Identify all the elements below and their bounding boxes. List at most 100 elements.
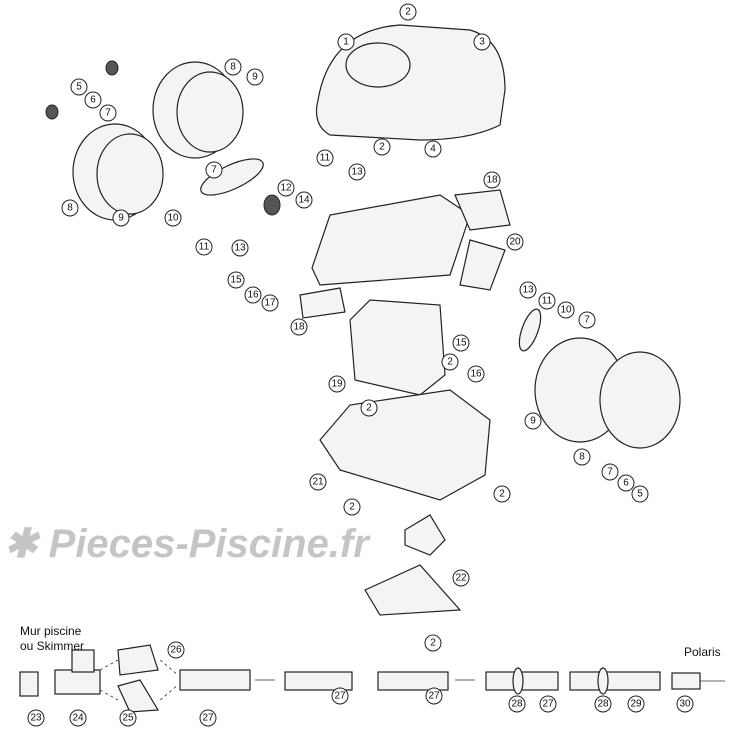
callout-circle — [328, 375, 346, 393]
callout-circle — [573, 448, 591, 466]
callout-circle — [69, 709, 87, 727]
callout-8: 8 — [61, 199, 79, 217]
callout-number: 27 — [202, 713, 214, 724]
callout-11: 11 — [195, 238, 213, 256]
callout-circle — [508, 695, 526, 713]
callout-8: 8 — [573, 448, 591, 466]
pulley — [263, 194, 281, 216]
callout-circle — [164, 209, 182, 227]
callout-number: 8 — [230, 62, 236, 73]
callout-circle — [473, 33, 491, 51]
wall-label-line2: ou Skimmer — [20, 639, 85, 653]
callout-5: 5 — [631, 485, 649, 503]
callout-number: 10 — [167, 213, 179, 224]
callout-17: 17 — [261, 294, 279, 312]
callout-number: 8 — [579, 452, 585, 463]
callout-number: 9 — [252, 72, 258, 83]
callout-circle — [452, 569, 470, 587]
callout-27: 27 — [539, 695, 557, 713]
callout-circle — [441, 353, 459, 371]
callout-7: 7 — [578, 311, 596, 329]
callout-27: 27 — [331, 687, 349, 705]
callout-circle — [119, 709, 137, 727]
callout-5: 5 — [70, 78, 88, 96]
callout-number: 13 — [234, 243, 246, 254]
callout-number: 2 — [366, 403, 372, 414]
callout-7: 7 — [99, 104, 117, 122]
callout-circle — [557, 301, 575, 319]
callout-circle — [244, 286, 262, 304]
callout-2: 2 — [441, 353, 459, 371]
callout-2: 2 — [373, 138, 391, 156]
callout-number: 15 — [455, 338, 467, 349]
callout-circle — [231, 239, 249, 257]
tire-right — [599, 351, 681, 449]
callout-number: 16 — [247, 290, 259, 301]
callout-circle — [601, 463, 619, 481]
callout-1: 1 — [337, 33, 355, 51]
callout-circle — [199, 709, 217, 727]
belt-right — [518, 308, 542, 352]
callout-number: 13 — [522, 285, 534, 296]
callout-circle — [360, 399, 378, 417]
callout-circle — [519, 281, 537, 299]
callout-circle — [631, 485, 649, 503]
hose-connector — [459, 239, 506, 291]
callout-number: 5 — [637, 489, 643, 500]
callout-number: 27 — [428, 691, 440, 702]
callout-8: 8 — [224, 58, 242, 76]
callout-number: 7 — [584, 315, 590, 326]
callout-2: 2 — [343, 498, 361, 516]
callout-circle — [331, 687, 349, 705]
watermark: ✱ Pieces-Piscine.fr — [4, 522, 369, 566]
callout-number: 18 — [486, 175, 498, 186]
callout-circle — [27, 709, 45, 727]
callout-circle — [399, 3, 417, 21]
drive-belt — [200, 158, 264, 196]
callout-27: 27 — [425, 687, 443, 705]
callout-27: 27 — [199, 709, 217, 727]
callout-circle — [539, 695, 557, 713]
callout-30: 30 — [676, 695, 694, 713]
callout-number: 20 — [509, 237, 521, 248]
bottom-plate — [364, 564, 462, 616]
callout-2: 2 — [424, 634, 442, 652]
callout-2: 2 — [493, 485, 511, 503]
callout-circle — [246, 68, 264, 86]
callout-number: 10 — [560, 305, 572, 316]
float — [299, 287, 346, 319]
callout-number: 29 — [630, 699, 642, 710]
wheel-back-left-rim — [176, 71, 244, 153]
callout-18: 18 — [290, 318, 308, 336]
watermark-text: Pieces-Piscine.fr — [48, 522, 369, 566]
callout-number: 12 — [280, 183, 292, 194]
callout-20: 20 — [506, 233, 524, 251]
callout-circle — [195, 238, 213, 256]
callout-number: 7 — [607, 467, 613, 478]
callout-16: 16 — [467, 365, 485, 383]
callout-number: 2 — [379, 142, 385, 153]
callout-number: 23 — [30, 713, 42, 724]
callout-circle — [167, 641, 185, 659]
callout-circle — [493, 485, 511, 503]
callout-number: 14 — [298, 195, 310, 206]
callout-circle — [227, 271, 245, 289]
callout-21: 21 — [309, 473, 327, 491]
callout-number: 5 — [76, 82, 82, 93]
callout-22: 22 — [452, 569, 470, 587]
callout-number: 19 — [331, 379, 343, 390]
callout-circle — [61, 199, 79, 217]
gearbox — [349, 299, 446, 396]
callout-11: 11 — [316, 149, 334, 167]
callout-circle — [295, 191, 313, 209]
callout-number: 16 — [470, 369, 482, 380]
callout-circle — [452, 334, 470, 352]
callout-circle — [337, 33, 355, 51]
polaris-label: Polaris — [684, 645, 721, 659]
callout-circle — [112, 209, 130, 227]
callout-number: 24 — [72, 713, 84, 724]
callout-13: 13 — [348, 163, 366, 181]
callout-number: 7 — [211, 165, 217, 176]
callout-number: 4 — [430, 144, 436, 155]
